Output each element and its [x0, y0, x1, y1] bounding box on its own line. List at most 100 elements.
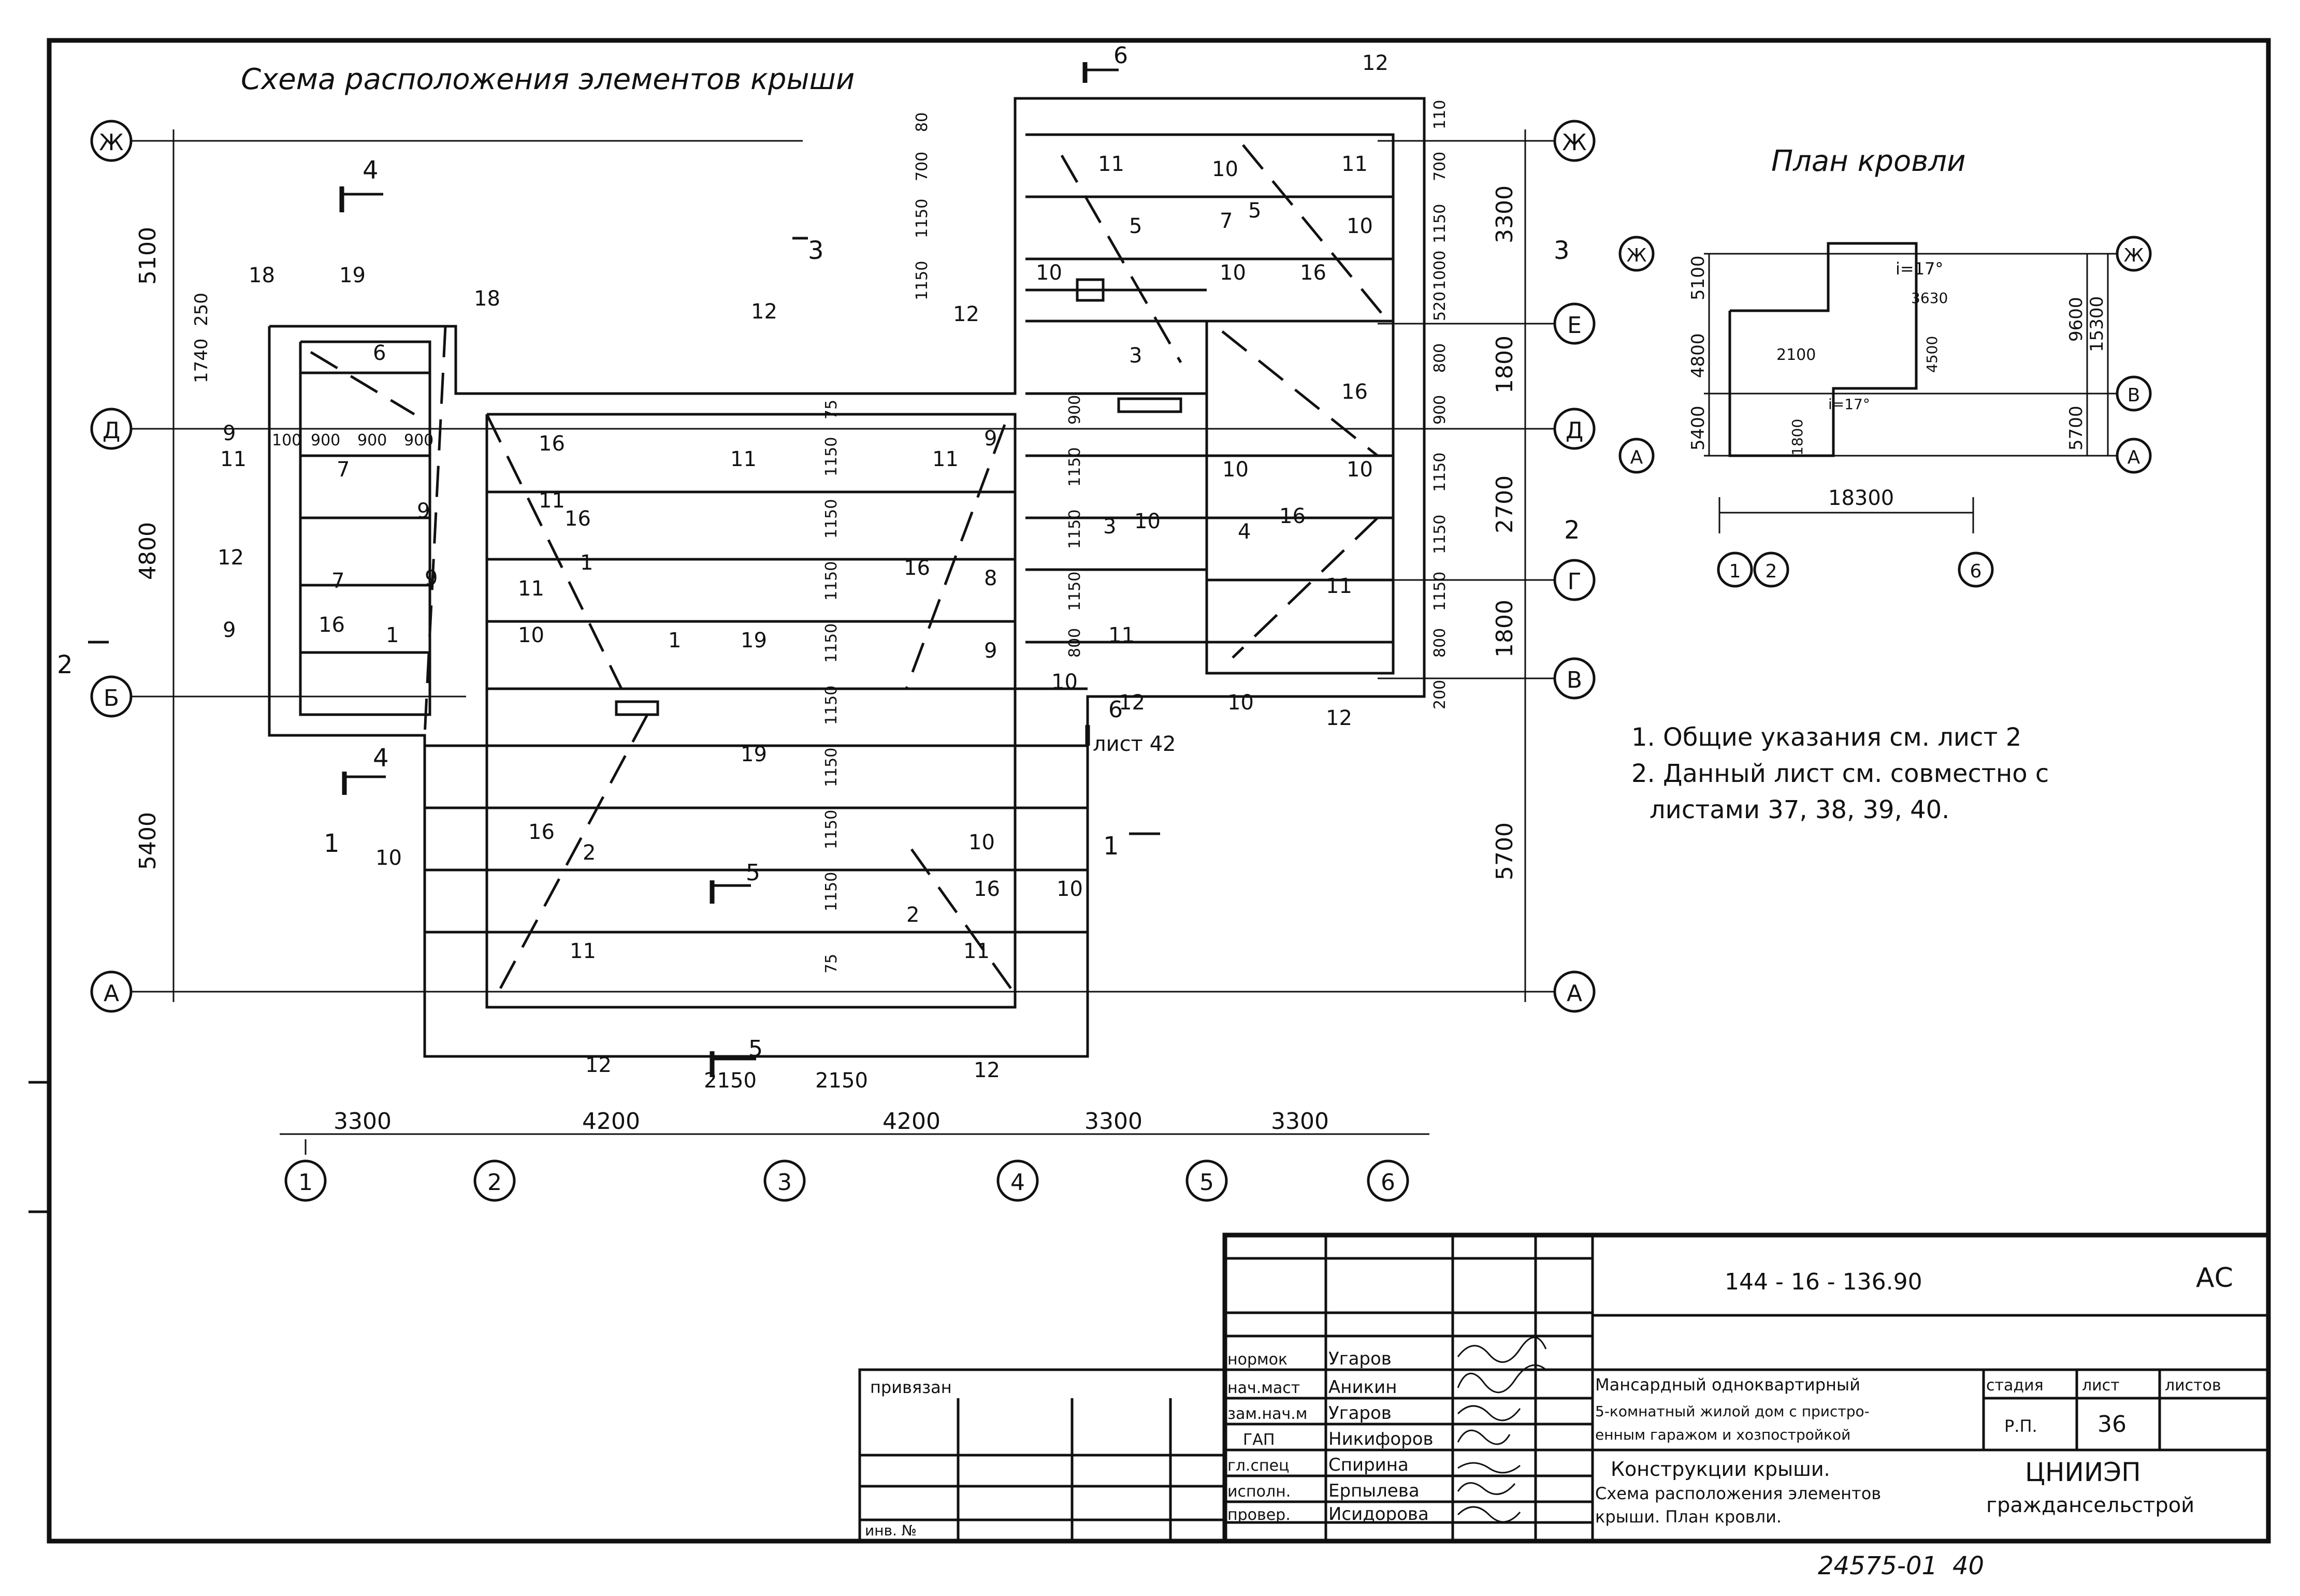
roof-slope-2: i=17°: [1828, 396, 1870, 413]
svg-text:1150: 1150: [1066, 572, 1084, 611]
stamp-org-1: ЦНИИЭП: [2025, 1457, 2141, 1487]
roof-dim-2100: 2100: [1776, 346, 1816, 364]
axis-label-e-right: Е: [1567, 312, 1582, 339]
mark-12: 12: [1119, 691, 1145, 715]
svg-text:110: 110: [1431, 100, 1449, 129]
axis-bubble-e-right: [1553, 302, 1596, 345]
mark-12: 12: [974, 1058, 1000, 1082]
mark-11: 11: [1108, 623, 1135, 647]
roof-axis-a-right: [2116, 438, 2152, 474]
dim-right-3: 2700: [1492, 475, 1518, 533]
axis-bubble-d-left: [90, 408, 133, 450]
mark-19: 19: [741, 743, 767, 766]
mark-10: 10: [375, 846, 402, 870]
svg-text:ГАП: ГАП: [1243, 1431, 1275, 1449]
svg-text:900: 900: [357, 431, 387, 449]
stamp-tied-label: привязан: [870, 1377, 952, 1397]
mark-8: 8: [984, 567, 997, 590]
axis-label-a-right: А: [1567, 980, 1582, 1007]
roof-axis-label-a-left: А: [1630, 447, 1643, 468]
stamp-sheet-value: 36: [2098, 1411, 2127, 1438]
gable-details: [615, 278, 1182, 716]
svg-text:зам.нач.м: зам.нач.м: [1227, 1405, 1307, 1423]
mark-10: 10: [1347, 458, 1373, 482]
dim-bottom-1: 3300: [334, 1108, 392, 1135]
svg-text:1150: 1150: [1431, 453, 1449, 492]
element-marks: 18 19 18 6 9 11 12 9 7 7 9 9 16 1 16 11 …: [218, 51, 1388, 1082]
svg-text:гл.спец: гл.спец: [1227, 1457, 1289, 1475]
axis-bubble-col-6: [1367, 1159, 1409, 1202]
mark-1: 1: [386, 623, 399, 647]
mark-7: 7: [337, 458, 350, 482]
mark-10: 10: [1051, 670, 1078, 694]
mark-11: 11: [730, 447, 757, 471]
mark-16: 16: [904, 556, 930, 580]
svg-text:800: 800: [1066, 628, 1084, 658]
mark-4: 4: [1238, 520, 1251, 544]
drawing-title: Схема расположения элементов крыши: [241, 63, 855, 96]
mark-5: 5: [1248, 199, 1261, 223]
signatures: [1457, 1337, 1547, 1523]
building-outline: [268, 97, 1426, 1058]
stamp-org-2: граждансельстрой: [1986, 1493, 2194, 1517]
svg-text:900: 900: [311, 431, 340, 449]
roof-dim-5400: 5400: [1688, 405, 1709, 451]
mark-19: 19: [741, 629, 767, 652]
garage-block: [1205, 320, 1395, 675]
dim-right-5: 5700: [1492, 822, 1518, 880]
svg-text:75: 75: [822, 954, 841, 974]
roof-axis-label-2: 2: [1766, 561, 1777, 582]
mark-10: 10: [1057, 877, 1083, 901]
note-1: 1. Общие указания см. лист 2: [1631, 723, 2021, 752]
axis-bubble-col-4: [996, 1159, 1039, 1202]
stamp-sheet-mark: АС: [2196, 1263, 2233, 1294]
roof-axis-2: [1753, 552, 1789, 588]
mark-11: 11: [963, 939, 990, 963]
roof-dim-5100: 5100: [1688, 255, 1709, 300]
section-1-right: 1: [1103, 832, 1119, 861]
roof-dim-5700: 5700: [2066, 405, 2087, 451]
mark-10: 10: [1212, 157, 1238, 181]
mark-9: 9: [417, 499, 430, 523]
mark-10: 10: [518, 623, 544, 647]
mark-9: 9: [984, 639, 997, 663]
dim-bottom-4: 3300: [1084, 1108, 1142, 1135]
mark-17: 18: [474, 287, 500, 311]
roof-dim-15300: 15300: [2087, 296, 2107, 352]
mark-12: 12: [1362, 51, 1388, 75]
roof-axis-6: [1958, 552, 1994, 588]
mark-5: 5: [1129, 214, 1142, 238]
mark-11: 11: [518, 577, 544, 601]
roof-axis-label-1: 1: [1729, 561, 1741, 582]
dim-right-4: 1800: [1492, 600, 1518, 658]
dim-right-chain: 110 700 1150 1000 520 800 900 1150 1150 …: [1431, 100, 1449, 709]
svg-text:1150: 1150: [822, 561, 841, 601]
svg-text:нач.маст: нач.маст: [1227, 1379, 1300, 1397]
stamp-project-3: енным гаражом и хозпостройкой: [1595, 1426, 1850, 1443]
axis-label-zh-left: Ж: [99, 129, 123, 156]
mark-3: 3: [1103, 515, 1116, 539]
mark-10: 10: [1036, 261, 1062, 285]
roof-axis-label-v: В: [2128, 385, 2140, 406]
mark-6: 6: [373, 341, 386, 365]
section-3-right: 3: [1554, 236, 1570, 265]
mark-9: 9: [223, 422, 236, 445]
svg-text:1150: 1150: [1066, 510, 1084, 549]
mark-11: 11: [932, 447, 959, 471]
svg-text:1150: 1150: [822, 748, 841, 787]
wall-inner-left: [299, 340, 431, 716]
mark-12: 12: [953, 302, 979, 326]
svg-text:1150: 1150: [822, 810, 841, 849]
mark-11: 11: [1098, 152, 1124, 176]
mark-7: 7: [1220, 209, 1233, 233]
mark-16: 16: [1341, 380, 1368, 404]
note-2: 2. Данный лист см. совместно с: [1631, 759, 2049, 788]
section-5-mid: 5: [746, 860, 760, 886]
mark-16: 16: [539, 432, 565, 456]
svg-text:1000: 1000: [1431, 251, 1449, 290]
svg-text:нормок: нормок: [1227, 1351, 1288, 1369]
hip-lines: [310, 144, 1389, 995]
axis-label-b-left: Б: [104, 685, 119, 712]
section-4-bottom: 4: [373, 744, 389, 773]
